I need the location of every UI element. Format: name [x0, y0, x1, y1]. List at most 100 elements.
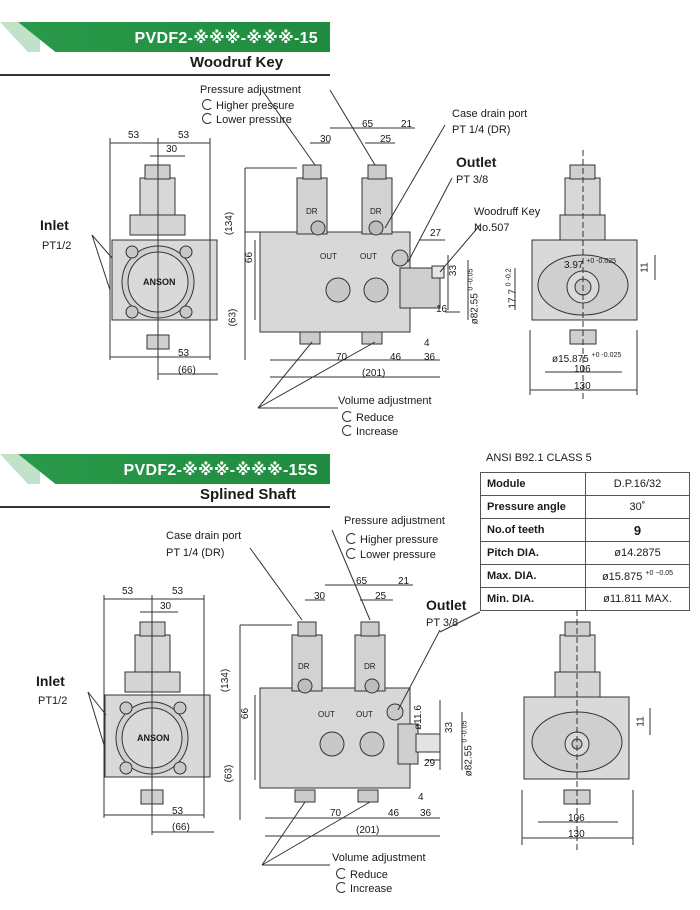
bottom-banner: PVDF2-※※※-※※※-15S: [0, 454, 330, 484]
top-model-title: PVDF2-※※※-※※※-15: [134, 30, 318, 47]
bottom-case-drain-label: Case drain port: [166, 530, 242, 542]
spline-standard: ANSI B92.1 CLASS 5: [486, 452, 592, 464]
bottom-dim-201: (201): [356, 825, 380, 836]
table-row: Min. DIA.ø11.811 MAX.: [480, 587, 690, 611]
bottom-increase: Increase: [336, 882, 392, 895]
top-pressure-adjustment-label: Pressure adjustment: [200, 84, 301, 96]
top-woodruff-value: No.507: [474, 222, 510, 234]
bottom-dim-53c: 53: [172, 806, 184, 817]
top-dim-66: 66: [244, 251, 256, 264]
top-volume-adjustment-label: Volume adjustment: [338, 395, 432, 407]
bottom-port-out-2: OUT: [356, 710, 373, 719]
top-dim-36: 36: [424, 352, 436, 363]
bottom-dim-130: 130: [568, 829, 585, 840]
table-row: Max. DIA.ø15.875 +0 −0.05: [480, 564, 690, 588]
top-dim-30b: 30: [320, 134, 332, 145]
bottom-dim-65: 65: [356, 576, 368, 587]
rotate-ccw-icon: [202, 113, 213, 124]
bottom-dim-11-6: ø11.6: [412, 705, 424, 730]
bottom-brand: ANSON: [137, 733, 170, 743]
bottom-dim-4: 4: [418, 792, 424, 803]
bottom-dim-dia: ø82.55 0 -0.05: [461, 720, 475, 777]
bottom-model-title: PVDF2-※※※-※※※-15S: [123, 462, 318, 479]
top-subtitle: Woodruf Key: [190, 54, 284, 71]
top-dim-63: (63): [227, 308, 239, 327]
bottom-inlet-value: PT1/2: [38, 695, 68, 707]
bottom-dim-36: 36: [420, 808, 432, 819]
bottom-dim-66: 66: [240, 707, 252, 720]
bottom-dim-30: 30: [160, 601, 172, 612]
top-dim-53b: 53: [178, 130, 190, 141]
top-dim-66b: (66): [178, 365, 196, 376]
top-port-out-2: OUT: [360, 252, 377, 261]
bottom-dim-33: 33: [444, 721, 456, 734]
bottom-higher-pressure: Higher pressure: [346, 533, 438, 546]
top-dim-17: 17.7 0 -0.2: [505, 268, 519, 309]
bottom-inlet-label: Inlet: [36, 673, 65, 689]
top-dim-16: 16: [436, 304, 448, 315]
top-banner: PVDF2-※※※-※※※-15: [0, 22, 330, 52]
top-dim-46: 46: [390, 352, 402, 363]
bottom-dim-53b: 53: [172, 586, 184, 597]
top-dim-4: 4: [424, 338, 430, 349]
top-dim-70: 70: [336, 352, 348, 363]
bottom-dim-106: 106: [568, 813, 585, 824]
top-dim-11: 11: [639, 262, 651, 273]
bottom-volume-adjustment-label: Volume adjustment: [332, 852, 426, 864]
bottom-lower-pressure: Lower pressure: [346, 548, 436, 561]
bottom-dim-66b: (66): [172, 822, 190, 833]
rotate-cw-icon: [346, 533, 357, 544]
top-outlet-value: PT 3/8: [456, 174, 489, 186]
top-case-drain-label: Case drain port: [452, 108, 528, 120]
top-dim-53c: 53: [178, 348, 190, 359]
top-dim-30: 30: [166, 144, 178, 155]
top-port-dr-2: DR: [370, 207, 382, 216]
top-increase: Increase: [342, 425, 398, 438]
bottom-dim-53a: 53: [122, 586, 134, 597]
bottom-port-dr-2: DR: [364, 662, 376, 671]
bottom-reduce: Reduce: [336, 868, 388, 881]
top-brand: ANSON: [143, 277, 176, 287]
rotate-cw-icon: [202, 99, 213, 110]
top-lower-pressure: Lower pressure: [202, 113, 292, 126]
bottom-port-dr-1: DR: [298, 662, 310, 671]
bottom-dim-134: (134): [220, 668, 232, 693]
rotate-cw-icon: [342, 411, 353, 422]
rotate-ccw-icon: [346, 548, 357, 559]
top-case-drain-value: PT 1/4 (DR): [452, 124, 511, 136]
top-dim-21: 21: [401, 119, 413, 130]
bottom-pressure-adjustment-label: Pressure adjustment: [344, 515, 445, 527]
bottom-dim-46: 46: [388, 808, 400, 819]
bottom-case-drain-value: PT 1/4 (DR): [166, 547, 225, 559]
top-dim-key: 3.97 +0 -0.025: [564, 258, 617, 271]
bottom-dim-11: 11: [635, 716, 647, 727]
bottom-dim-63: (63): [223, 764, 235, 783]
top-dim-130: 130: [574, 381, 591, 392]
top-port-out-1: OUT: [320, 252, 337, 261]
top-dim-33: 33: [448, 264, 460, 277]
top-dim-201: (201): [362, 368, 386, 379]
table-row: Pitch DIA.ø14.2875: [480, 541, 690, 565]
bottom-dim-70: 70: [330, 808, 342, 819]
top-drawing: [91, 89, 656, 409]
bottom-dim-25: 25: [375, 591, 387, 602]
top-dim-106: 106: [574, 364, 591, 375]
bottom-subtitle-underline: [0, 506, 330, 508]
top-dim-134: (134): [224, 211, 236, 236]
top-higher-pressure: Higher pressure: [202, 99, 294, 112]
bottom-dim-29: 29: [424, 758, 436, 769]
top-woodruff-label: Woodruff Key: [474, 206, 541, 218]
top-dim-shaft: ø15.875 +0 -0.025: [552, 352, 622, 365]
rotate-ccw-icon: [336, 882, 347, 893]
rotate-cw-icon: [336, 868, 347, 879]
bottom-outlet-label: Outlet: [426, 597, 467, 613]
top-reduce: Reduce: [342, 411, 394, 424]
top-dim-65: 65: [362, 119, 374, 130]
bottom-dim-30b: 30: [314, 591, 326, 602]
bottom-port-out-1: OUT: [318, 710, 335, 719]
top-dim-dia: ø82.55 0 -0.05: [467, 268, 481, 325]
